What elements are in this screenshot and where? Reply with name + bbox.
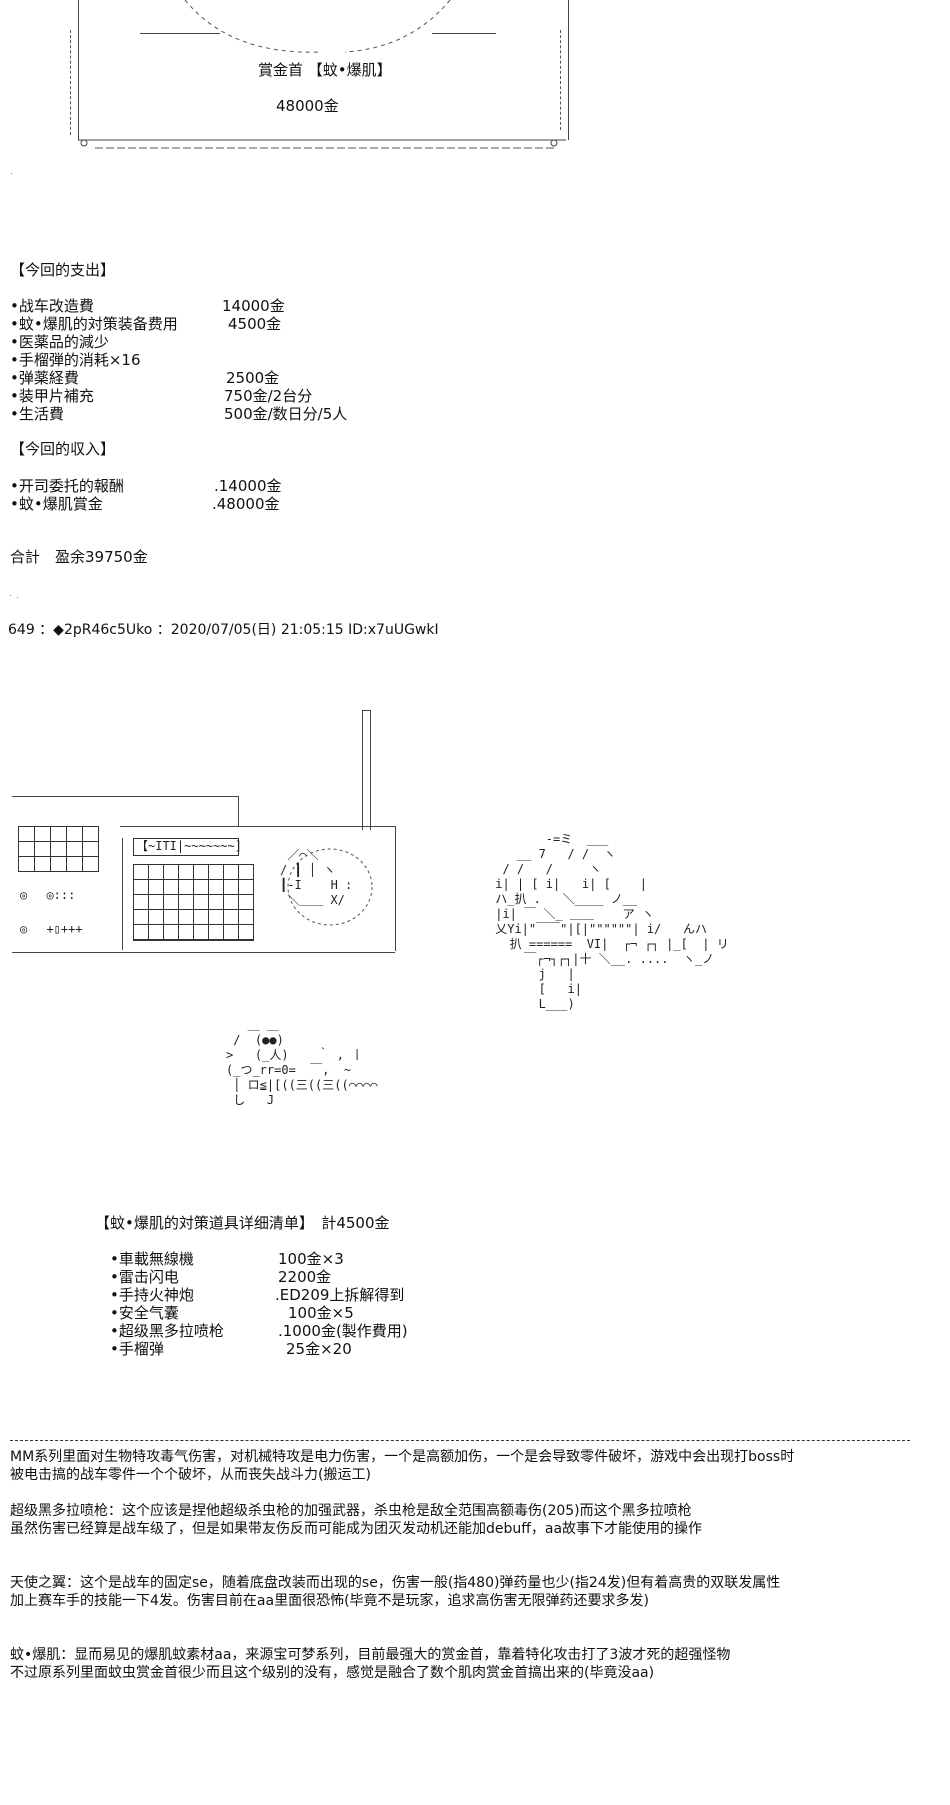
frame-top-rule-right	[432, 33, 496, 34]
equipment-value: 100金×5	[288, 1304, 354, 1322]
panel-divider	[122, 838, 123, 950]
display-grid	[133, 864, 254, 941]
note-line: 加上赛车手的技能一下4发。伤害目前在aa里面很恐怖(毕竟不是玩家，追求高伤害无限…	[10, 1593, 649, 1609]
post-header: 649 ：◆2pR46c5Uko ：2020/07/05(日) 21:05:15…	[8, 622, 439, 638]
stray-dot	[17, 597, 18, 598]
frame-left-edge	[78, 0, 79, 140]
note-line: 虽然伤害已经算是战车级了，但是如果带友伤反而可能成为团灭发动机还能加debuff…	[10, 1521, 703, 1537]
ascii-character-right: -=ミ ___ __ 7 / / ヽ / / / ヽ i| | [ i| i| …	[495, 832, 729, 1011]
bounty-amount: 48000金	[276, 97, 339, 115]
antenna-right	[370, 710, 371, 830]
dial-circle-svg	[287, 848, 373, 926]
panel-bottom-rule	[12, 952, 395, 953]
panel-right-edge	[395, 826, 396, 951]
speaker-grid	[18, 826, 99, 872]
equipment-header: 【蚊•爆肌的対策道具详细清单】 計4500金	[95, 1214, 390, 1232]
note-line: 超级黑多拉喷枪：这个应该是捏他超级杀虫枪的加强武器，杀虫枪是敌全范围高额毒伤(2…	[10, 1503, 692, 1519]
note-line: 不过原系列里面蚊虫赏金首很少而且这个级别的没有，感觉是融合了数个肌肉赏金首搞出来…	[10, 1665, 655, 1681]
knob-row-2: ◎ +▯+++	[20, 922, 83, 936]
dial-face: ／⌒＼ / ┃ │ ヽ ┃-I H : ＼＿＿ X/	[280, 848, 353, 907]
note-line: 蚊•爆肌：显而易见的爆肌蚊素材aa，来源宝可梦系列，目前最强大的赏金首，靠着特化…	[10, 1647, 731, 1663]
frame-top-rule-left	[140, 33, 220, 34]
ascii-character-left: ＿ ＿ / (●●) > (_人) ｀ , 丨 (_つ_rr=0= ￣, ~ │…	[226, 1018, 378, 1107]
knob-row-1: ◎ ◎:::	[20, 888, 76, 902]
antenna-left	[362, 710, 363, 830]
expense-value: 750金/2台分	[224, 387, 313, 405]
stray-dot	[10, 595, 11, 596]
expense-label: •弹薬経費	[10, 369, 79, 387]
notes-separator	[10, 1440, 910, 1441]
equipment-value: 100金×3	[278, 1250, 344, 1268]
expense-label: •蚊•爆肌的対策装备费用	[10, 315, 178, 333]
equipment-label: •安全气囊	[110, 1304, 179, 1322]
equipment-value: .ED209上拆解得到	[275, 1286, 405, 1304]
expense-label: •手榴弾的消耗×16	[10, 351, 141, 369]
total-line: 合計 盈余39750金	[10, 548, 148, 566]
equipment-label: •手榴弹	[110, 1340, 164, 1358]
expenses-header: 【今回的支出】	[10, 261, 116, 279]
screen-label-box	[133, 838, 239, 856]
equipment-label: •手持火神炮	[110, 1286, 194, 1304]
note-line: 天使之翼：这个是战车的固定se，随着底盘改装而出现的se，伤害一般(指480)弹…	[10, 1575, 781, 1591]
expense-label: •战车改造費	[10, 297, 94, 315]
note-line: 被电击搞的战车零件一个个破坏，从而丧失战斗力(搬运工)	[10, 1467, 371, 1483]
expense-value: 500金/数日分/5人	[224, 405, 348, 423]
note-line: MM系列里面对生物特攻毒气伤害，对机械特攻是电力伤害，一个是高额加伤，一个是会导…	[10, 1449, 795, 1465]
equipment-label: •超级黑多拉喷枪	[110, 1322, 224, 1340]
panel-top-rule	[12, 796, 238, 797]
stray-dot	[11, 173, 12, 174]
screen-label: 【~ITI|~~~~~~~]	[136, 839, 242, 853]
equipment-value: .1000金(製作費用)	[278, 1322, 408, 1340]
bounty-title: 賞金首 【蚊•爆肌】	[258, 61, 392, 79]
frame-right-dash	[560, 30, 561, 130]
expense-value: 4500金	[228, 315, 282, 333]
equipment-value: 25金×20	[286, 1340, 352, 1358]
equipment-label: •車載無線機	[110, 1250, 194, 1268]
expense-label: •装甲片補充	[10, 387, 94, 405]
panel-mid-rule	[120, 826, 395, 827]
expense-label: •生活費	[10, 405, 64, 423]
frame-left-dash	[70, 30, 71, 135]
equipment-label: •雷击闪电	[110, 1268, 179, 1286]
antenna-cap	[362, 710, 370, 711]
expense-value: 2500金	[226, 369, 280, 387]
income-label: •开司委托的報酬	[10, 477, 124, 495]
equipment-value: 2200金	[278, 1268, 332, 1286]
income-value: .48000金	[212, 495, 280, 513]
income-value: .14000金	[214, 477, 282, 495]
panel-step	[238, 796, 239, 826]
frame-right-edge	[568, 0, 569, 140]
income-header: 【今回的収入】	[10, 440, 116, 458]
expense-label: •医薬品的減少	[10, 333, 109, 351]
expense-value: 14000金	[222, 297, 285, 315]
income-label: •蚊•爆肌賞金	[10, 495, 103, 513]
frame-decoration-svg	[78, 0, 566, 149]
